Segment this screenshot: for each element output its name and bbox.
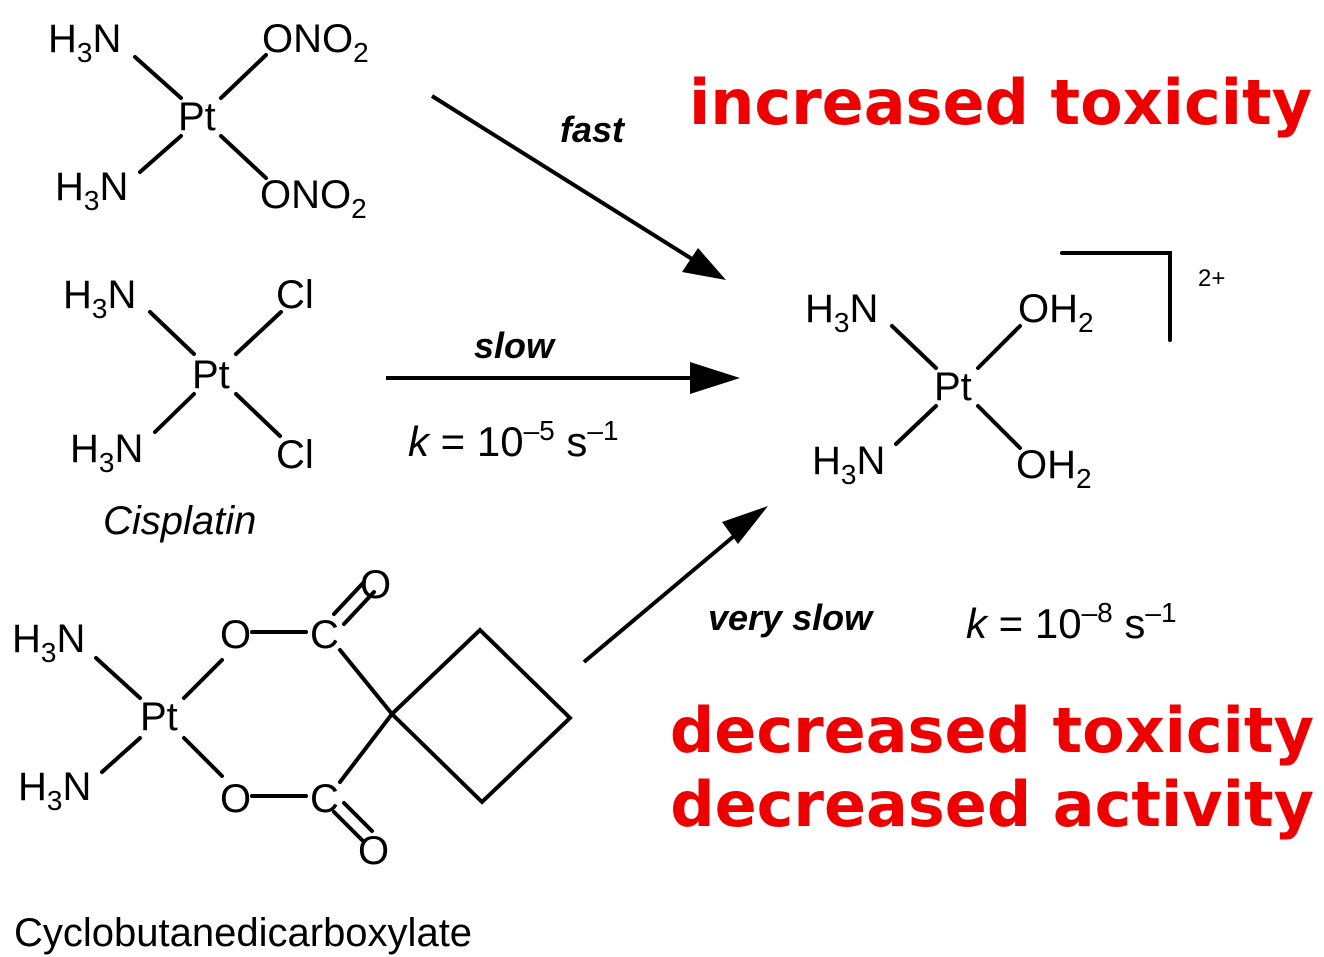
arrowhead	[682, 248, 726, 280]
increased-toxicity-label: increased toxicity	[689, 66, 1312, 139]
oxygen-atom: O	[220, 613, 251, 657]
chloride-ligand: Cl	[276, 433, 314, 477]
slow-label: slow	[474, 325, 556, 366]
platinum-center: Pt	[192, 353, 230, 397]
amine-ligand: H3N	[805, 287, 878, 338]
oxygen-atom: O	[220, 777, 251, 821]
very-slow-rate-constant: k = 10–8 s–1	[966, 597, 1177, 647]
amine-ligand: H3N	[48, 17, 121, 68]
charge-label: 2+	[1198, 265, 1225, 292]
amine-ligand: H3N	[70, 427, 143, 478]
cisplatin-structure: H3N Cl Pt H3N Cl Cisplatin	[63, 273, 314, 543]
carboplatin-structure: H3N Pt H3N O O C C O O Cyclobutanedicarb…	[12, 563, 573, 955]
amine-ligand: H3N	[63, 273, 136, 324]
bond	[138, 134, 183, 174]
slow-rate-constant: k = 10–5 s–1	[408, 415, 619, 465]
fast-label: fast	[560, 109, 626, 150]
platinum-center: Pt	[934, 365, 972, 409]
arrow-line	[582, 524, 748, 664]
bond	[182, 736, 224, 778]
amine-ligand: H3N	[18, 765, 91, 816]
platinum-center: Pt	[178, 95, 216, 139]
carbon-atom: C	[310, 613, 339, 657]
nitrato-complex: H3N ONO2 Pt H3N ONO2	[48, 17, 369, 224]
arrowhead	[722, 506, 768, 544]
bond	[976, 404, 1022, 450]
decreased-toxicity-label: decreased toxicity	[670, 694, 1314, 767]
nitrato-ligand: ONO2	[260, 173, 367, 224]
chloride-ligand: Cl	[276, 273, 314, 317]
arrow-line	[430, 94, 702, 266]
bond	[976, 324, 1022, 370]
nitrato-ligand: ONO2	[262, 17, 369, 68]
platinum-center: Pt	[140, 695, 178, 739]
bond	[182, 658, 224, 700]
bond	[890, 324, 938, 370]
diaqua-product: H3N OH2 Pt H3N OH2 2+	[805, 251, 1225, 494]
double-bond	[332, 580, 366, 616]
cisplatin-label: Cisplatin	[103, 499, 256, 543]
aqua-ligand: OH2	[1018, 287, 1094, 338]
bond	[338, 648, 394, 716]
arrowhead	[690, 362, 740, 394]
carbonyl-oxygen: O	[358, 829, 389, 873]
slow-arrow: slow k = 10–5 s–1	[386, 325, 740, 465]
cbdca-label: Cyclobutanedicarboxylate	[14, 911, 472, 955]
double-bond	[342, 590, 376, 626]
bond	[234, 392, 282, 438]
bond	[338, 712, 394, 784]
cyclobutane-ring	[389, 627, 573, 805]
bond	[234, 310, 283, 356]
bond	[219, 134, 268, 180]
bond	[133, 55, 183, 100]
decreased-activity-label: decreased activity	[670, 768, 1314, 841]
amine-ligand: H3N	[12, 617, 85, 668]
amine-ligand: H3N	[812, 439, 885, 490]
very-slow-arrow: very slow k = 10–8 s–1	[582, 506, 1177, 664]
bond	[894, 404, 938, 446]
charge-bracket	[1060, 251, 1172, 342]
amine-ligand: H3N	[55, 165, 128, 216]
bond	[94, 656, 142, 700]
aqua-ligand: OH2	[1016, 443, 1092, 494]
bond	[100, 736, 142, 774]
double-bond	[332, 810, 364, 842]
very-slow-label: very slow	[708, 597, 874, 638]
bond	[153, 392, 196, 434]
fast-arrow: fast	[430, 94, 726, 280]
bond	[148, 310, 196, 356]
double-bond	[342, 801, 374, 833]
bond	[219, 53, 268, 100]
